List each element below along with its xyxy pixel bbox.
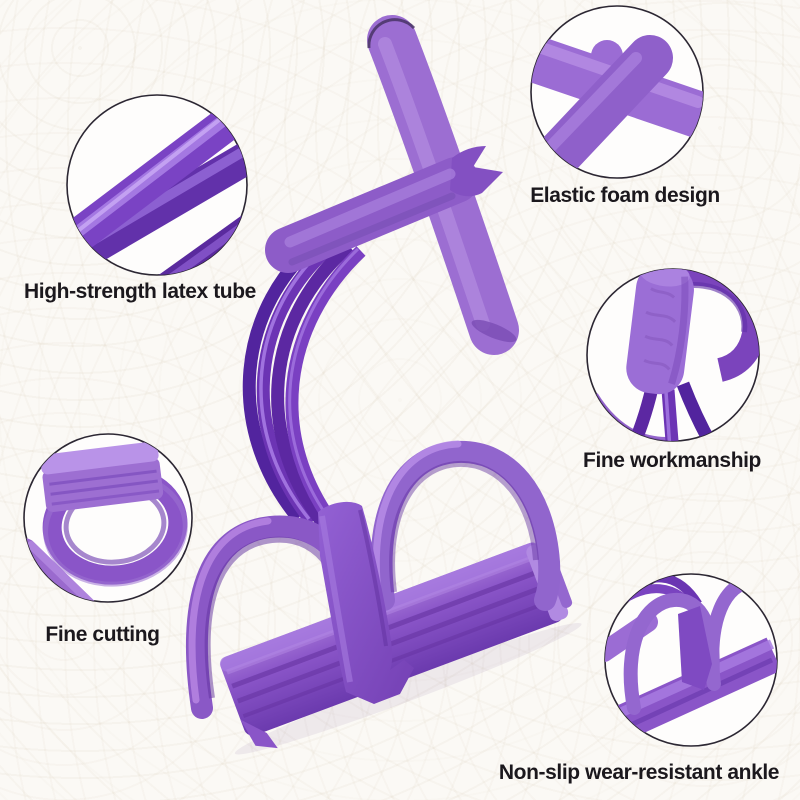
callout-circle-foam-design (530, 5, 704, 179)
callout-circle-cutting (23, 433, 193, 603)
callout-label-foam-design: Elastic foam design (530, 184, 720, 207)
right-pedal-loop (370, 440, 561, 611)
foam-block (40, 441, 164, 512)
textured-foam-sleeve (626, 269, 694, 395)
callout-label-ankle: Non-slip wear-resistant ankle (498, 761, 780, 784)
callout-label-latex-tube: High-strength latex tube (24, 280, 256, 303)
callout-circle-workmanship (586, 268, 760, 442)
callout-circle-ankle (604, 573, 778, 747)
main-product (186, 15, 582, 755)
foam-grip-sleeve (265, 146, 503, 273)
callout-circle-latex-tube (66, 94, 248, 276)
callout-label-workmanship: Fine workmanship (583, 449, 761, 472)
center-connector (318, 501, 414, 704)
callout-label-cutting: Fine cutting (45, 623, 160, 646)
